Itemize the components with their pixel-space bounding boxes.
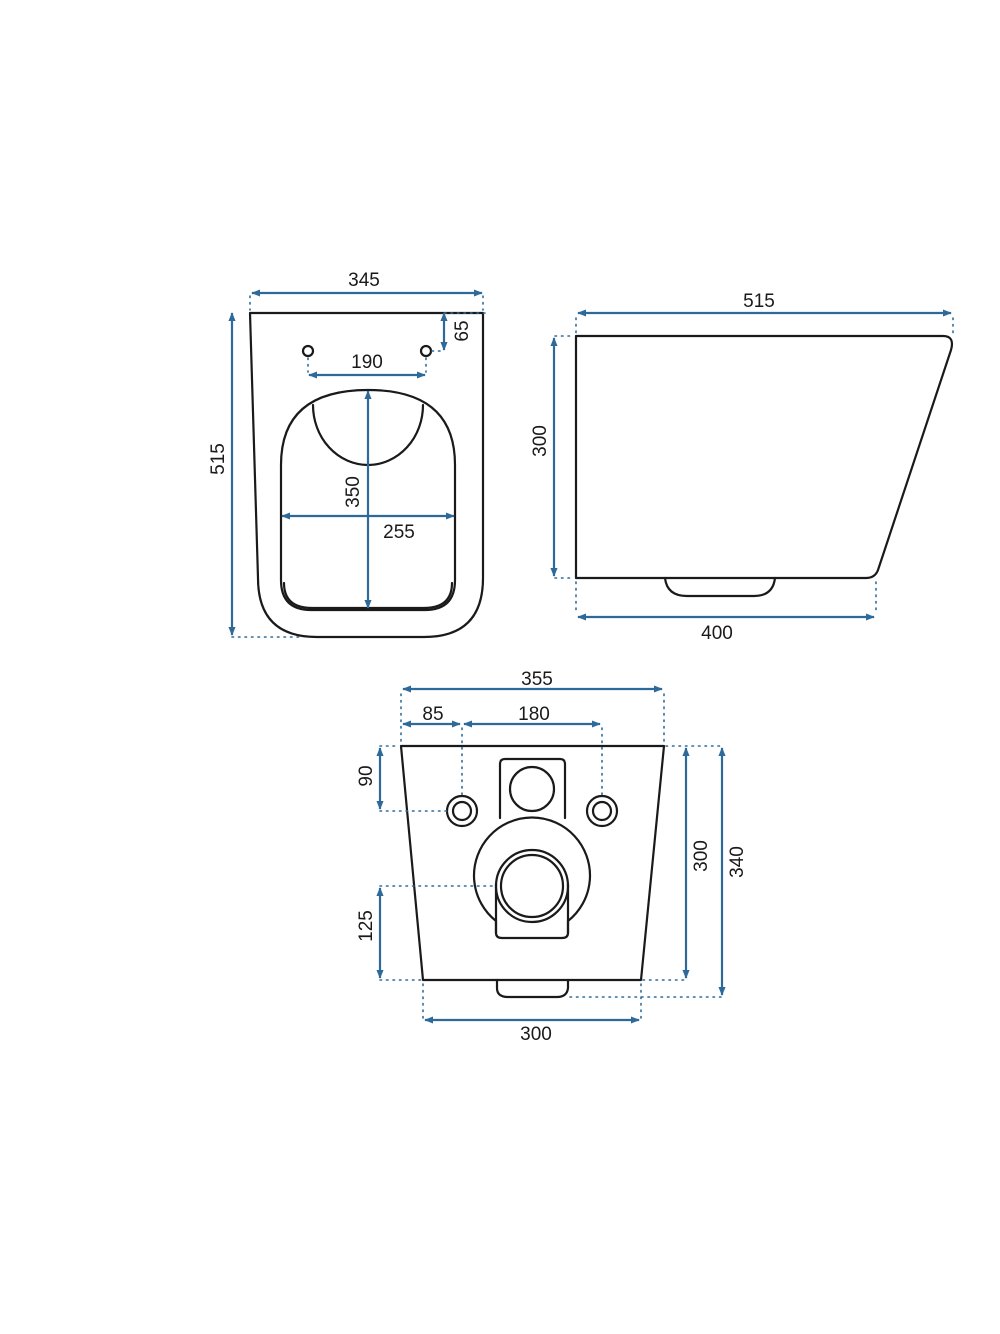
label-top-depth: 515 bbox=[208, 443, 229, 475]
top-view-outline bbox=[248, 311, 485, 639]
side-view-base bbox=[663, 576, 777, 598]
bowl-rim bbox=[279, 388, 457, 612]
label-back-height: 300 bbox=[691, 840, 712, 872]
back-view-outline bbox=[399, 744, 666, 982]
label-bowl-length: 350 bbox=[343, 476, 364, 508]
bolt-left-inner bbox=[451, 800, 473, 822]
label-bolt-offset: 85 bbox=[422, 704, 443, 725]
outlet-pipe-inner bbox=[499, 853, 565, 919]
bolt-left-outer bbox=[445, 794, 479, 828]
label-bowl-width: 255 bbox=[383, 522, 415, 543]
inlet-housing bbox=[498, 757, 567, 820]
seat-hole-left bbox=[301, 344, 315, 358]
bolt-right-outer bbox=[585, 794, 619, 828]
label-side-height: 300 bbox=[530, 425, 551, 457]
top-view: 345 515 65 190 255 350 bbox=[208, 270, 486, 639]
bolt-right-inner bbox=[591, 800, 613, 822]
outlet-pipe-outer bbox=[494, 848, 570, 924]
label-side-length: 515 bbox=[743, 291, 775, 312]
label-hole-spacing: 190 bbox=[351, 352, 383, 373]
label-bolt-spacing: 180 bbox=[518, 704, 550, 725]
back-view: 355 85 180 90 125 300 340 300 bbox=[356, 669, 748, 1045]
label-back-top-width: 355 bbox=[521, 669, 553, 690]
label-back-total-height: 340 bbox=[727, 846, 748, 878]
label-outlet-height: 125 bbox=[356, 910, 377, 942]
label-top-width: 345 bbox=[348, 270, 380, 291]
label-base-length: 400 bbox=[701, 623, 733, 644]
back-view-base bbox=[495, 978, 570, 999]
label-back-bottom-width: 300 bbox=[520, 1024, 552, 1045]
label-bolt-height: 90 bbox=[356, 765, 377, 786]
outlet-ring bbox=[472, 816, 592, 935]
side-view-outline bbox=[574, 334, 954, 580]
label-hole-to-back: 65 bbox=[452, 320, 473, 341]
seat-hole-right bbox=[419, 344, 433, 358]
side-view: 515 300 400 bbox=[530, 291, 954, 644]
inlet-pipe bbox=[508, 765, 556, 813]
